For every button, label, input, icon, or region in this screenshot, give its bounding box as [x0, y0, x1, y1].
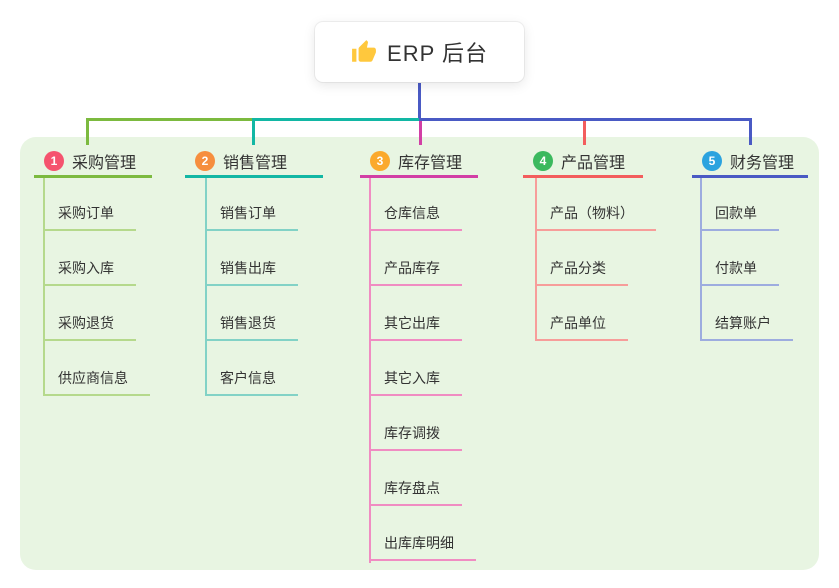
child-node[interactable]: 产品单位 [535, 313, 628, 341]
child-node[interactable]: 产品库存 [369, 258, 462, 286]
child-node[interactable]: 销售退货 [205, 313, 298, 341]
child-node[interactable]: 回款单 [700, 203, 779, 231]
branch-header-inventory[interactable]: 3 库存管理 [360, 147, 478, 178]
branch-badge: 5 [702, 151, 722, 171]
branch-trunk-line [535, 178, 537, 341]
child-node[interactable]: 产品（物料） [535, 203, 656, 231]
branch-label: 销售管理 [223, 155, 288, 172]
child-node[interactable]: 采购退货 [43, 313, 136, 341]
child-node[interactable]: 仓库信息 [369, 203, 462, 231]
child-node[interactable]: 销售出库 [205, 258, 298, 286]
child-node[interactable]: 结算账户 [700, 313, 793, 341]
branch-label: 产品管理 [561, 155, 626, 172]
child-node[interactable]: 其它入库 [369, 368, 462, 396]
branch-header-finance[interactable]: 5 财务管理 [692, 147, 808, 178]
branch-trunk-line [205, 178, 207, 396]
child-node[interactable]: 销售订单 [205, 203, 298, 231]
branch-badge: 2 [195, 151, 215, 171]
root-connector-line [418, 82, 421, 118]
child-node[interactable]: 采购入库 [43, 258, 136, 286]
child-node[interactable]: 出库库明细 [369, 533, 476, 561]
drop-line-finance [749, 118, 752, 145]
bus-segment-finance [419, 118, 752, 121]
bus-segment-purchase [86, 118, 252, 121]
branch-trunk-line [369, 178, 371, 563]
root-label: ERP 后台 [387, 41, 488, 66]
branch-header-purchase[interactable]: 1 采购管理 [34, 147, 152, 178]
thumbs-up-icon [351, 39, 377, 65]
branch-header-product[interactable]: 4 产品管理 [523, 147, 643, 178]
child-node[interactable]: 产品分类 [535, 258, 628, 286]
drop-line-sales [252, 121, 255, 145]
root-node[interactable]: ERP 后台 [315, 22, 524, 82]
child-node[interactable]: 采购订单 [43, 203, 136, 231]
child-node[interactable]: 库存盘点 [369, 478, 462, 506]
branches-panel [20, 137, 819, 570]
branch-label: 采购管理 [72, 155, 137, 172]
branch-trunk-line [700, 178, 702, 341]
branch-trunk-line [43, 178, 45, 396]
branch-badge: 3 [370, 151, 390, 171]
branch-label: 库存管理 [398, 155, 463, 172]
drop-line-inventory [419, 121, 422, 145]
bus-segment-sales [252, 118, 419, 121]
branch-badge: 1 [44, 151, 64, 171]
branch-header-sales[interactable]: 2 销售管理 [185, 147, 323, 178]
child-node[interactable]: 供应商信息 [43, 368, 150, 396]
branch-badge: 4 [533, 151, 553, 171]
child-node[interactable]: 库存调拨 [369, 423, 462, 451]
child-node[interactable]: 其它出库 [369, 313, 462, 341]
drop-line-purchase [86, 118, 89, 145]
branch-label: 财务管理 [730, 155, 795, 172]
child-node[interactable]: 付款单 [700, 258, 779, 286]
child-node[interactable]: 客户信息 [205, 368, 298, 396]
drop-line-product [583, 121, 586, 145]
